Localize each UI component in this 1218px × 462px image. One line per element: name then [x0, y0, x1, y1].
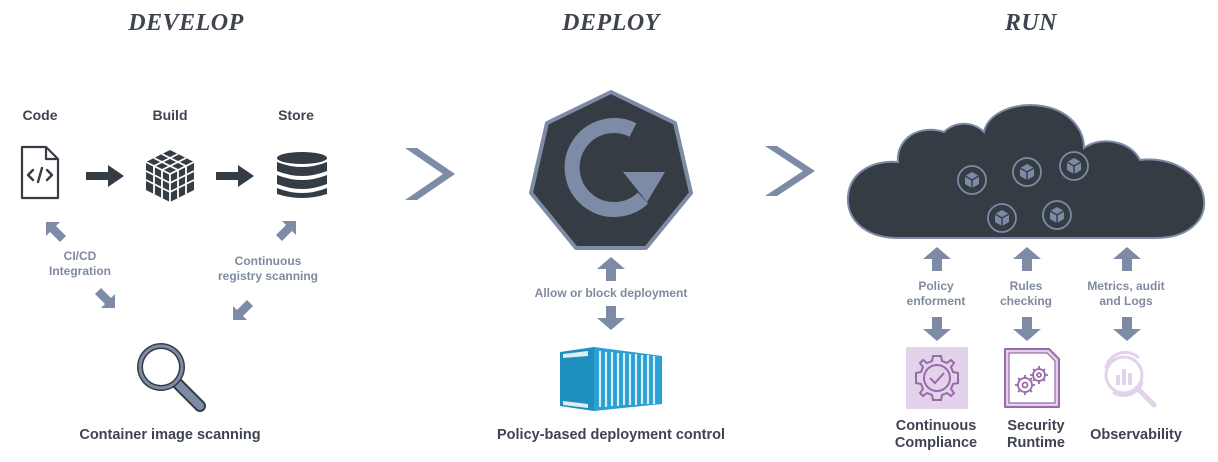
step-code-label: Code [22, 107, 58, 123]
policy-enforcement-label: Policy enforment [906, 279, 966, 308]
magnifier-icon [137, 343, 206, 412]
arrow-down-icon [923, 317, 951, 341]
gears-document-icon [1004, 348, 1060, 408]
heptagon-refresh-icon [529, 90, 693, 250]
step-store-label: Store [278, 107, 314, 123]
continuous-compliance-label: Continuous Compliance [894, 418, 978, 451]
arrow-up-icon [597, 257, 625, 281]
arrow-up-icon [1113, 247, 1141, 271]
observability-label: Observability [1090, 427, 1182, 443]
security-runtime-label: Security Runtime [1007, 418, 1065, 451]
chevron-right-icon [765, 146, 815, 196]
gear-check-icon [906, 347, 968, 409]
arrow-down-right-icon [95, 288, 115, 308]
arrow-down-icon [597, 306, 625, 330]
deployment-control-label: Policy-based deployment control [496, 427, 725, 443]
cube-grid-icon [145, 150, 195, 202]
arrow-up-icon [1013, 247, 1041, 271]
cloud-icon [846, 104, 1206, 239]
phase-deploy: DEPLOY [562, 10, 660, 36]
step-build-label: Build [152, 107, 188, 123]
arrow-down-left-icon [233, 300, 253, 320]
code-file-icon [20, 145, 60, 200]
arrow-down-icon [1113, 317, 1141, 341]
allow-block-label: Allow or block deployment [534, 286, 688, 300]
phase-run: RUN [1004, 10, 1058, 36]
registry-scanning-label: Continuous registry scanning [217, 254, 319, 283]
rules-checking-label: Rules checking [999, 279, 1053, 308]
cube-icons [957, 151, 1089, 233]
shipping-container-icon [560, 347, 662, 411]
arrow-up-right-icon [276, 221, 296, 241]
cicd-label: CI/CD Integration [49, 249, 111, 278]
metrics-audit-logs-label: Metrics, audit and Logs [1087, 279, 1165, 308]
arrow-right-icon [216, 165, 254, 187]
container-scanning-label: Container image scanning [79, 427, 261, 443]
arrow-down-icon [1013, 317, 1041, 341]
arrow-up-left-icon [46, 222, 66, 242]
phase-develop: DEVELOP [128, 10, 244, 36]
arrow-up-icon [923, 247, 951, 271]
database-icon [277, 152, 327, 198]
arrow-right-icon [86, 165, 124, 187]
chevron-right-icon [405, 148, 455, 200]
chart-magnifier-icon [1104, 350, 1157, 408]
